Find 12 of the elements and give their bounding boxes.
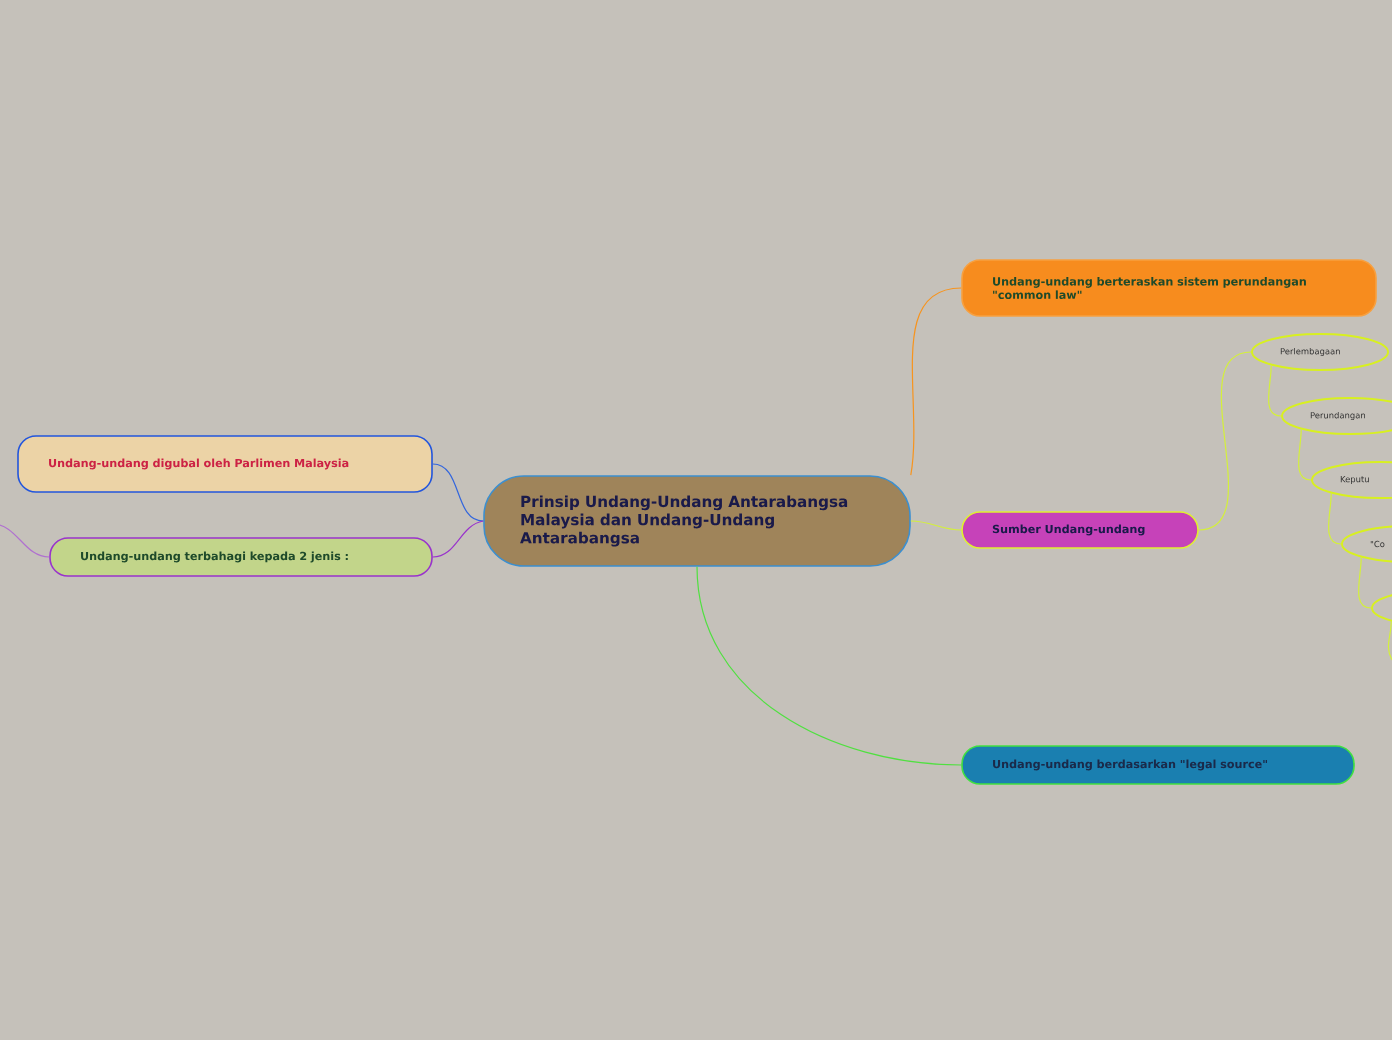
connector-line [910, 287, 962, 476]
connector-line [1327, 492, 1342, 545]
connector-line [1358, 556, 1372, 609]
connector-line [432, 463, 484, 522]
connector-line [1298, 428, 1312, 481]
connector-line [1387, 620, 1392, 661]
connector-line [1198, 351, 1252, 531]
connector-line [910, 520, 962, 531]
connector-line [1268, 364, 1282, 417]
connector-line [696, 566, 962, 766]
connector-line [432, 520, 484, 558]
connector-line [0, 523, 50, 558]
